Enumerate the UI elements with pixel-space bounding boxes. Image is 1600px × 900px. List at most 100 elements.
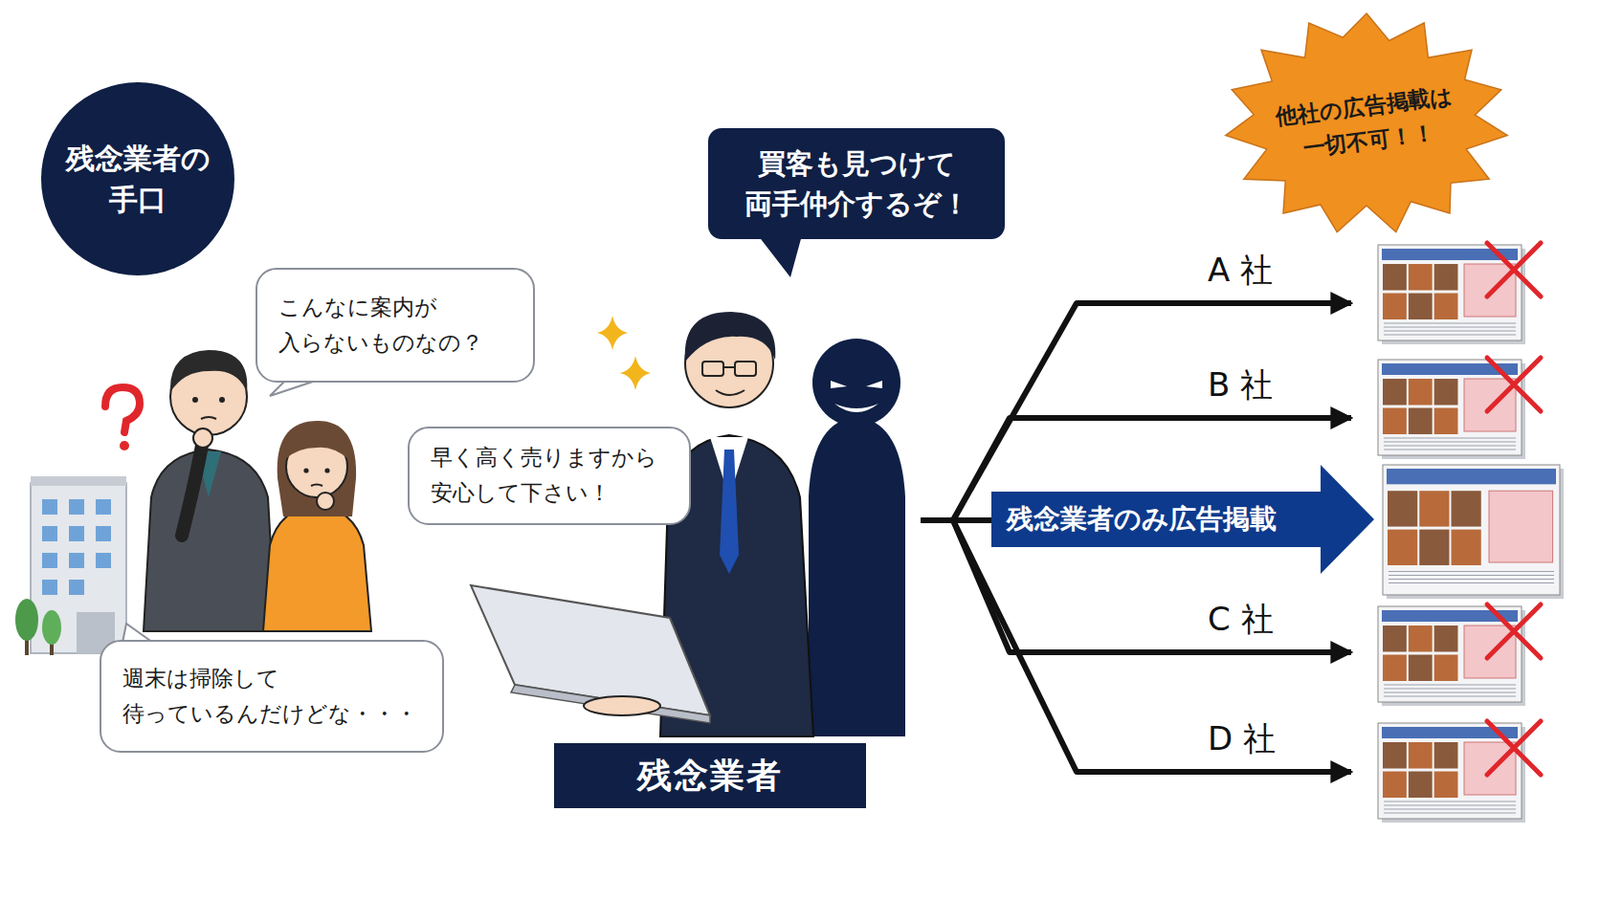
agent-figure xyxy=(734,361,756,377)
ad-thumbnail xyxy=(1383,438,1516,440)
ad-thumbnail xyxy=(1383,449,1516,451)
ad-thumbnail xyxy=(1451,530,1482,566)
ad-thumbnail xyxy=(1387,530,1418,566)
node-text: 残念業者の 手口 xyxy=(56,137,220,222)
branch-label: C 社 xyxy=(1207,598,1274,643)
woman-figure xyxy=(311,485,323,488)
ad-thumbnail xyxy=(1383,331,1516,333)
building xyxy=(68,526,85,542)
ad-thumbnail xyxy=(1408,293,1433,321)
woman-figure xyxy=(285,432,349,460)
ad-thumbnail xyxy=(1388,571,1555,573)
man-figure xyxy=(143,350,276,632)
man-figure xyxy=(200,417,217,420)
ad-thumbnail xyxy=(1434,625,1459,653)
speech-bubble: こんなに案内が 入らないものなの？ xyxy=(255,267,535,383)
ad-thumbnail xyxy=(1434,772,1459,800)
ad-thumbnail xyxy=(1377,604,1541,707)
title-circle: 残念業者の 手口 xyxy=(41,82,235,276)
ad-thumbnail xyxy=(1383,323,1516,325)
question-mark xyxy=(119,441,130,451)
ad-thumbnail xyxy=(1382,378,1407,406)
ad-thumbnail xyxy=(1383,334,1516,336)
speech-bubble: 週末は掃除して 待っているんだけどな・・・ xyxy=(99,640,445,754)
ad-thumbnail xyxy=(1434,378,1459,406)
ad-thumbnail xyxy=(1388,582,1555,584)
ad-thumbnail xyxy=(1434,293,1459,321)
ad-thumbnails xyxy=(1377,243,1564,823)
woman-figure xyxy=(324,467,330,473)
building xyxy=(42,579,58,596)
ad-thumbnail xyxy=(1434,264,1459,291)
ad-thumbnail xyxy=(1377,243,1541,345)
building xyxy=(68,553,85,569)
building xyxy=(68,499,85,515)
woman-figure xyxy=(277,421,356,517)
trees xyxy=(15,599,62,656)
bubble-tail xyxy=(122,378,711,644)
cross-mark xyxy=(1487,721,1541,776)
building xyxy=(42,499,58,515)
shadow-figure xyxy=(812,338,901,427)
sparkle xyxy=(620,355,651,391)
name-box: 残念業者 xyxy=(554,743,867,809)
man-figure xyxy=(193,428,213,448)
question-mark xyxy=(105,387,140,451)
ad-thumbnail xyxy=(1434,408,1459,436)
woman-figure xyxy=(316,492,334,511)
ad-thumbnail xyxy=(1408,772,1433,800)
man-figure xyxy=(192,397,199,403)
sparkle xyxy=(597,315,628,351)
ad-thumbnail xyxy=(1451,490,1482,527)
ad-thumbnail xyxy=(1382,408,1407,436)
building xyxy=(95,553,112,569)
ad-thumbnail xyxy=(1434,742,1459,770)
ad-thumbnail xyxy=(1382,655,1407,683)
trees xyxy=(42,610,62,645)
branch-label: D 社 xyxy=(1207,717,1276,762)
ad-thumbnail xyxy=(1377,357,1541,460)
agent-figure xyxy=(719,449,739,575)
ad-thumbnail xyxy=(1383,685,1516,687)
branch-arrows xyxy=(920,517,954,524)
ad-thumbnail xyxy=(1382,742,1407,770)
building xyxy=(30,476,127,654)
ad-thumbnail xyxy=(1382,293,1407,321)
building xyxy=(95,499,112,515)
bubble-tail xyxy=(757,235,802,278)
ad-thumbnail xyxy=(1383,327,1516,329)
ad-thumbnail xyxy=(1408,378,1433,406)
ad-thumbnail xyxy=(1383,696,1516,698)
ad-thumbnail xyxy=(1383,445,1516,447)
woman-figure xyxy=(263,505,372,632)
laptop xyxy=(583,696,661,716)
branch-label: A 社 xyxy=(1207,248,1273,293)
arrow-shape xyxy=(991,465,1375,575)
building xyxy=(95,526,112,542)
ad-thumbnail xyxy=(1408,742,1433,770)
man-figure xyxy=(219,397,225,403)
man-figure xyxy=(181,440,203,536)
ad-thumbnail xyxy=(1382,264,1407,291)
arrow-band: 残念業者のみ広告掲載 xyxy=(991,465,1375,575)
ad-thumbnail xyxy=(1386,468,1556,485)
ad-thumbnail xyxy=(1408,408,1433,436)
ad-thumbnail xyxy=(1382,625,1407,653)
node-text: 早く高く売りますから 安心して下さい！ xyxy=(430,440,668,512)
node-text: 買客も見つけて 両手仲介するぞ！ xyxy=(731,143,982,224)
shadow-figure xyxy=(808,338,906,737)
branch-arrows xyxy=(953,520,1352,773)
shadow-figure xyxy=(866,380,883,389)
ad-thumbnail xyxy=(1383,688,1516,690)
ad-thumbnail xyxy=(1382,465,1560,596)
burst-callout: 他社の広告掲載は 一切不可！！ xyxy=(1222,11,1511,237)
building xyxy=(30,476,127,487)
sparkle xyxy=(597,315,651,391)
woman-figure xyxy=(263,421,372,632)
ad-thumbnail xyxy=(1388,578,1555,580)
ad-thumbnail xyxy=(1377,721,1541,823)
cross-mark xyxy=(1487,357,1541,412)
agent-figure xyxy=(702,361,724,377)
